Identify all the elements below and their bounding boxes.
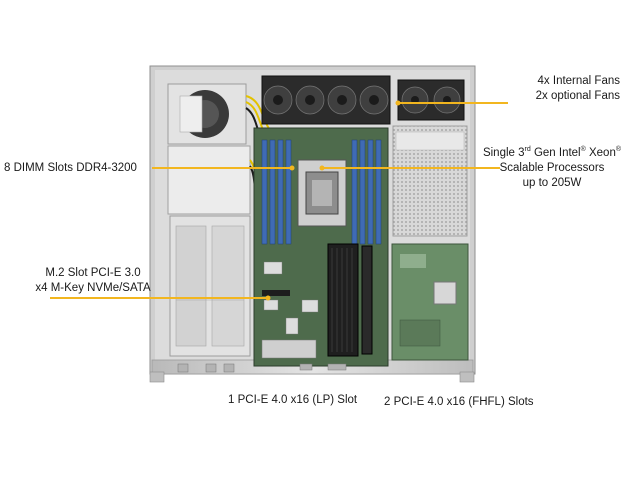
rear-io [177,363,347,373]
m2-callout-line2: x4 M-Key NVMe/SATA [35,282,151,294]
dimm-callout-line1: 8 DIMM Slots DDR4-3200 [4,162,137,174]
m2-callout-line1: M.2 Slot PCI-E 3.0 [45,267,141,279]
pcie-lp-callout: 1 PCI-E 4.0 x16 (LP) Slot [228,393,357,408]
right-bay [392,125,468,237]
drive-cage [167,145,263,357]
fan-row [261,75,465,125]
m2-callout: M.2 Slot PCI-E 3.0 x4 M-Key NVMe/SATA [34,266,152,296]
cpu-callout-line2: Scalable Processors [499,162,605,174]
cpu-callout-sup-rd: rd [524,146,531,154]
fans-callout-line1: 4x Internal Fans [537,75,620,87]
cpu-callout-sup-reg1: ® [580,146,586,154]
fans-callout-line2: 2x optional Fans [535,90,620,102]
motherboard [253,127,389,367]
cpu-callout-line1: Single 3rd Gen Intel® Xeon® [470,146,634,161]
cpu-callout-line1-b: Gen Intel [530,147,581,159]
pcie-fhfl-callout-line1: 2 PCI-E 4.0 x16 (FHFL) Slots [384,396,534,408]
pcie-lp-callout-line1: 1 PCI-E 4.0 x16 (LP) Slot [228,394,358,406]
pcie-fhfl-callout: 2 PCI-E 4.0 x16 (FHFL) Slots [384,395,534,410]
power-supply [167,83,271,147]
pcie-riser [391,243,469,361]
cpu-callout-line1-a: Single 3 [482,147,525,159]
cpu-callout-sup-reg2: ® [615,146,622,154]
dimm-callout: 8 DIMM Slots DDR4-3200 [4,161,137,176]
cpu-callout-line3: up to 205W [522,177,582,189]
callout-dots [265,100,401,301]
cpu-callout: Single 3rd Gen Intel® Xeon® Scalable Pro… [470,146,634,191]
fans-callout: 4x Internal Fans 2x optional Fans [515,74,620,104]
cpu-callout-line1-c: Xeon [585,147,616,159]
callout-lines [50,102,508,299]
